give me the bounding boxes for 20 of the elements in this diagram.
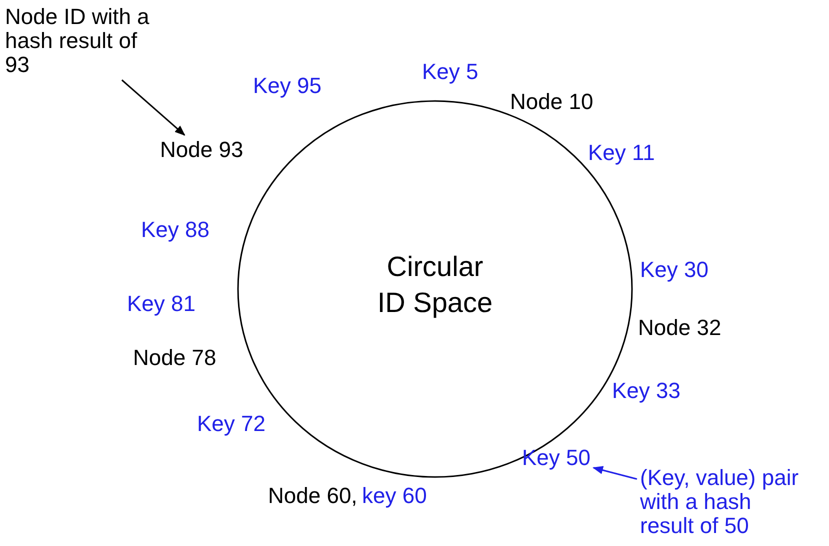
key-label: Key 50 (522, 446, 590, 470)
key-label: Key 33 (612, 379, 680, 403)
key-label: Key 30 (640, 258, 708, 282)
key-label: Key 72 (197, 412, 266, 436)
key-label: Key 95 (253, 74, 322, 98)
key-label: Key 11 (588, 141, 655, 165)
annotation-text: Node ID with a hash result of 93 (5, 5, 150, 77)
key-label: Key 81 (127, 292, 196, 316)
key-label: Key 88 (141, 218, 210, 242)
circle-title: Circular ID Space (376, 250, 494, 320)
node-label: Node 93 (160, 138, 244, 162)
node-label: Node 10 (510, 90, 594, 114)
annotation-text: (Key, value) pair with a hash result of 50 (640, 466, 800, 538)
arrow (121, 79, 186, 136)
node-label: Node 60, (268, 484, 358, 508)
node-label: Node 78 (133, 346, 216, 370)
key-label: key 60 (362, 484, 427, 508)
node-label: Node 32 (638, 316, 722, 340)
key-label: Key 5 (422, 60, 478, 84)
arrow (592, 466, 638, 480)
